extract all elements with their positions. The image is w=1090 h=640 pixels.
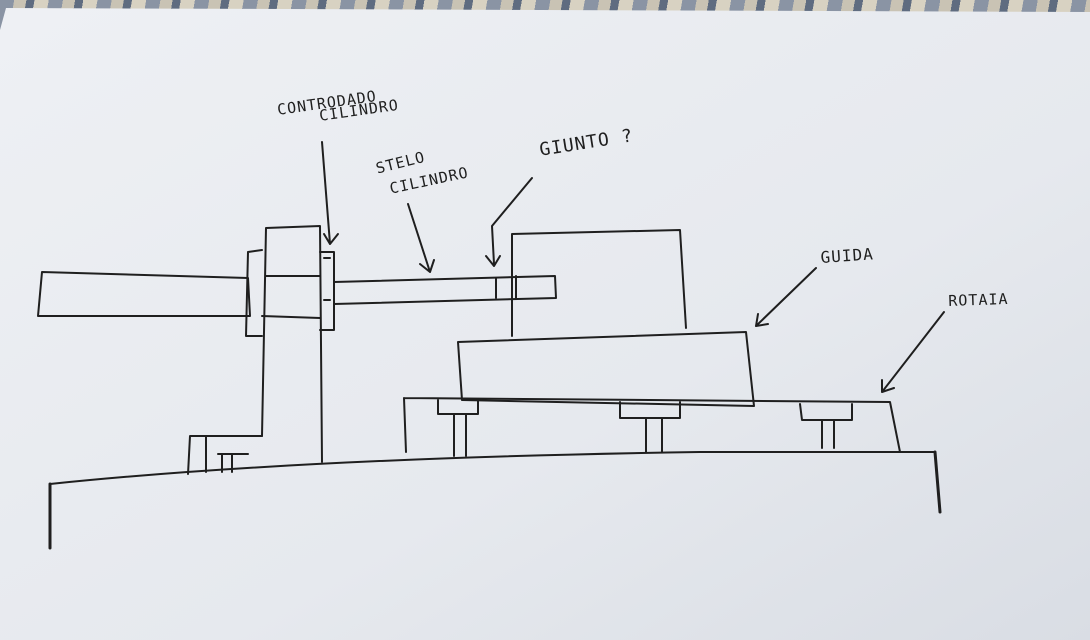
support-foot [187, 435, 263, 475]
rail-pad-right [799, 403, 853, 449]
rail-pad-left [437, 399, 479, 457]
rail-pad-mid [619, 401, 681, 453]
locknut [319, 251, 335, 331]
paper-sheet [0, 8, 1090, 640]
cylinder-body [37, 271, 251, 317]
cylinder-support [261, 225, 323, 463]
support-flange [245, 249, 263, 337]
label-rotaia: ROTAIA [948, 289, 1009, 310]
arrow-guida [755, 267, 817, 327]
support-lower-line [261, 315, 321, 319]
arrow-giunto [485, 177, 533, 267]
arrow-rotaia [881, 311, 945, 393]
rail [403, 397, 901, 453]
guide-block [457, 331, 755, 407]
arrow-controdado [321, 141, 339, 245]
sketch-lines [37, 141, 945, 550]
piston-rod [333, 275, 557, 305]
rod-joint-ring [495, 275, 517, 299]
base-right-edge [933, 450, 942, 514]
arrow-stelo [407, 203, 435, 273]
joint-block [511, 229, 687, 337]
base-plate [49, 451, 936, 485]
label-guida: GUIDA [820, 244, 875, 267]
